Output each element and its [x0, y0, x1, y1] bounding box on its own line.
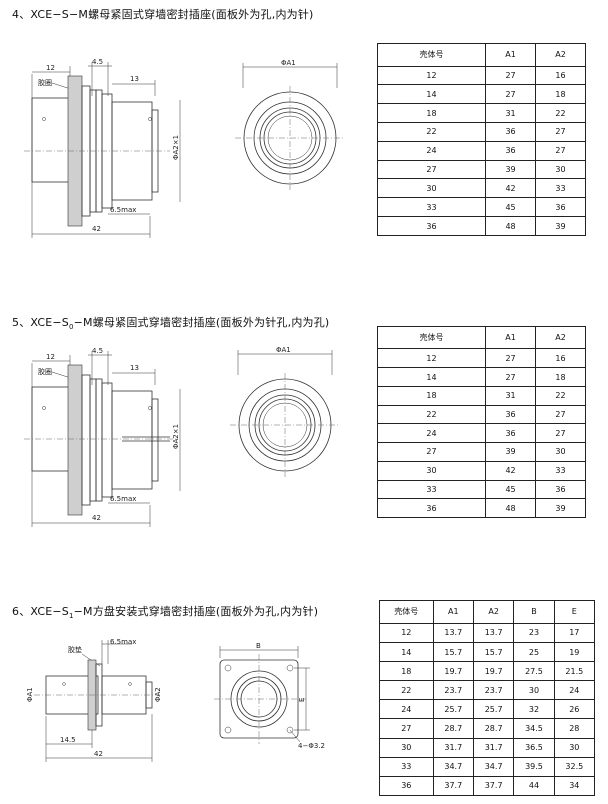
header-a1: A1 [432, 600, 474, 624]
dim-a2: ΦA2×1 [172, 424, 180, 449]
header-a1: A1 [485, 43, 537, 67]
header-a2: A2 [535, 43, 586, 67]
dim-a1: ΦA1 [276, 346, 291, 354]
dim-12: 12 [46, 64, 55, 72]
header-shell: 壳体号 [376, 43, 487, 67]
section-6-title: 6、XCE−S1−M方盘安装式穿墙密封插座(面板外为孔,内为针) [12, 605, 319, 621]
section-5-front-view: ΦA1 [230, 346, 340, 477]
dim-13: 13 [130, 75, 139, 83]
dim-42: 42 [94, 750, 103, 758]
section-5-title: 5、XCE−S0−M螺母紧固式穿墙密封插座(面板外为针孔,内为孔) [12, 316, 330, 332]
header-a1: A1 [485, 325, 537, 350]
header-shell: 壳体号 [376, 325, 487, 350]
header-a2: A2 [535, 325, 586, 350]
dim-4-5: 4.5 [92, 347, 103, 355]
section-5-side-view: 12 4.5 13 胶圈 ΦA2×1 6.5max 42 [24, 347, 181, 527]
header-e: E [553, 600, 596, 624]
dim-6-5max: 6.5max [110, 495, 136, 503]
section-6-front-view: B E 4−Φ3.2 [214, 642, 325, 750]
section-6-side-view: 6.5max 胶垫 ΦA1 ΦA2 14.5 42 [26, 638, 162, 762]
dim-b: B [256, 642, 261, 650]
dim-14-5: 14.5 [60, 736, 76, 744]
header-a2: A2 [472, 600, 515, 624]
table-header-row: 壳体号 A1 A2 [376, 325, 586, 350]
header-b: B [513, 600, 555, 624]
dim-13: 13 [130, 364, 139, 372]
dim-holes: 4−Φ3.2 [298, 742, 325, 750]
header-shell: 壳体号 [379, 600, 434, 624]
dim-e: E [298, 698, 306, 702]
dim-a2: ΦA2 [154, 687, 162, 702]
dim-6-5max: 6.5max [110, 638, 136, 646]
dim-12: 12 [46, 353, 55, 361]
dim-42: 42 [92, 514, 101, 522]
dim-a2: ΦA2×1 [172, 135, 180, 160]
label-gasket: 胶圈 [38, 367, 52, 376]
section-4-front-view: ΦA1 [235, 59, 345, 190]
label-pad: 胶垫 [68, 645, 82, 654]
dim-a1: ΦA1 [26, 687, 34, 702]
section-4-title: 4、XCE−S−M螺母紧固式穿墙密封插座(面板外为孔,内为针) [12, 8, 314, 21]
dim-a1: ΦA1 [281, 59, 296, 67]
section-4-side-view: 12 4.5 13 胶圈 ΦA2×1 6.5max 42 [24, 58, 181, 238]
dim-6-5max: 6.5max [110, 206, 136, 214]
dim-4-5: 4.5 [92, 58, 103, 66]
table-header-row: 壳体号 A1 A2 [376, 43, 586, 67]
table-header-row: 壳体号 A1 A2 B E [379, 600, 596, 624]
dim-42: 42 [92, 225, 101, 233]
label-gasket: 胶圈 [38, 78, 52, 87]
